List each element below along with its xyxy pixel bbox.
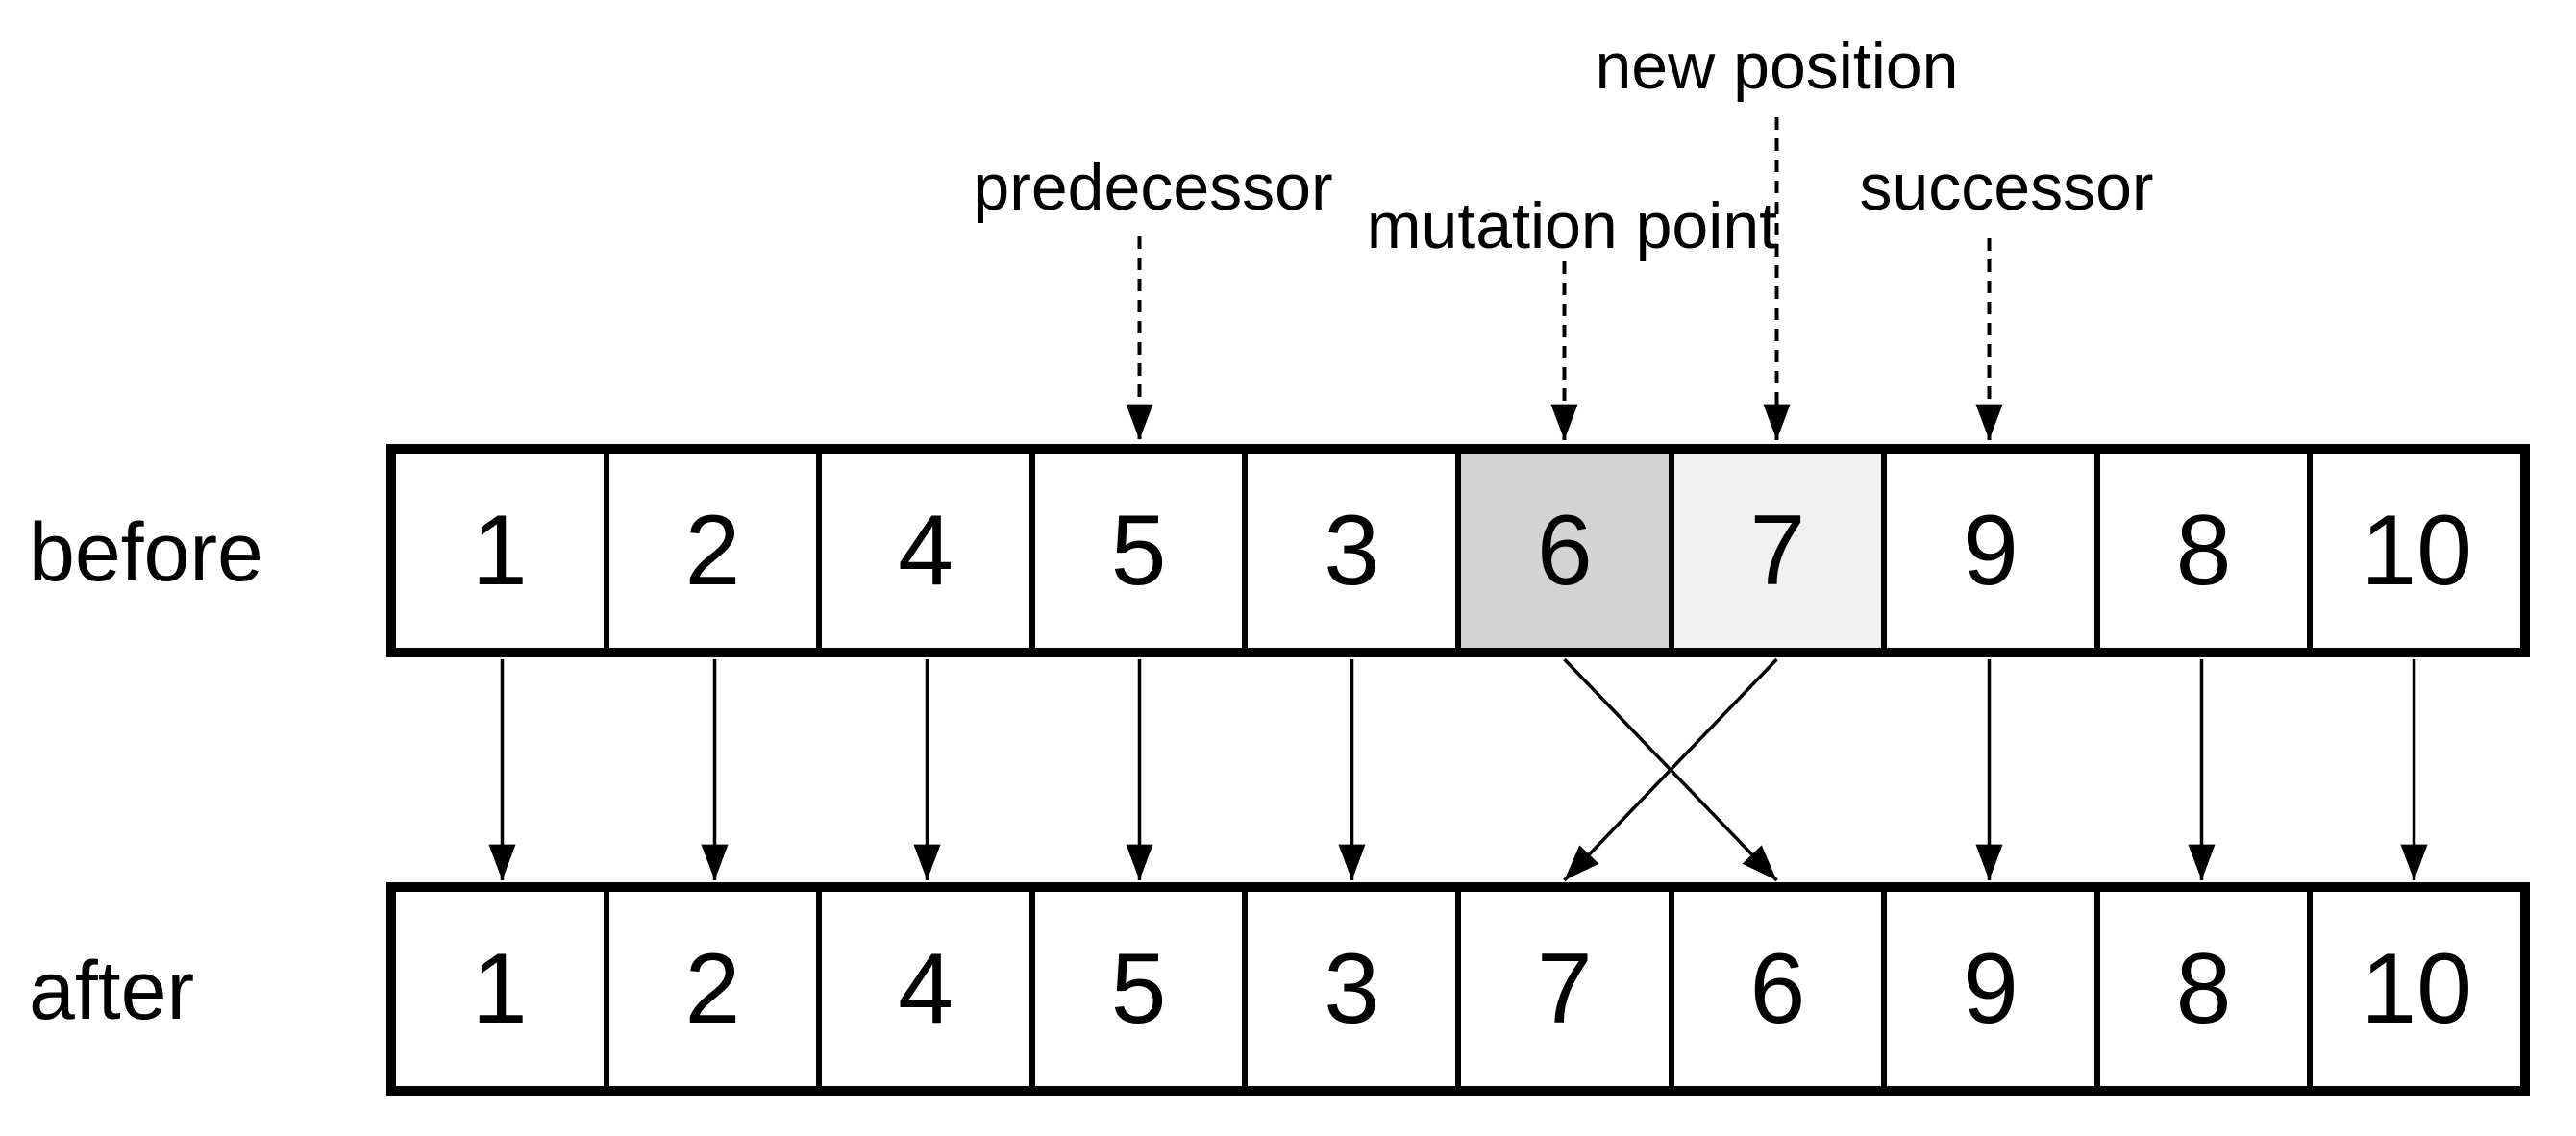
gene-value: 1 bbox=[471, 933, 528, 1045]
gene-value: 6 bbox=[1536, 495, 1593, 606]
after-cell-8: 9 bbox=[1881, 892, 2094, 1086]
before-row-label: before bbox=[29, 506, 263, 599]
gene-value: 8 bbox=[2175, 495, 2232, 606]
after-cell-6: 7 bbox=[1454, 892, 1669, 1086]
gene-value: 9 bbox=[1963, 933, 2019, 1045]
before-cell-8: 9 bbox=[1881, 454, 2094, 648]
after-cell-4: 5 bbox=[1028, 892, 1243, 1086]
gene-value: 3 bbox=[1324, 933, 1380, 1045]
before-cell-7: 7 bbox=[1668, 454, 1882, 648]
before-cell-6: 6 bbox=[1454, 454, 1669, 648]
gene-value: 7 bbox=[1536, 933, 1593, 1045]
after-cell-10: 10 bbox=[2307, 892, 2520, 1086]
after-cell-2: 2 bbox=[603, 892, 817, 1086]
after-cell-9: 8 bbox=[2093, 892, 2308, 1086]
before-cell-5: 3 bbox=[1242, 454, 1455, 648]
after-cell-1: 1 bbox=[396, 892, 604, 1086]
after-row: 1 2 4 5 3 7 6 9 8 10 bbox=[386, 882, 2530, 1096]
annotation-label-mutation-point: mutation point bbox=[1366, 189, 1778, 262]
gene-value: 3 bbox=[1324, 495, 1380, 606]
mapping-arrow-7-to-6 bbox=[1563, 657, 1778, 882]
gene-value: 1 bbox=[471, 495, 528, 606]
annotation-label-predecessor: predecessor bbox=[973, 151, 1333, 224]
before-cell-4: 5 bbox=[1028, 454, 1243, 648]
before-cell-9: 8 bbox=[2093, 454, 2308, 648]
before-cell-1: 1 bbox=[396, 454, 604, 648]
gene-value: 5 bbox=[1110, 933, 1167, 1045]
gene-value: 8 bbox=[2175, 933, 2232, 1045]
before-cell-3: 4 bbox=[816, 454, 1029, 648]
mapping-arrows-group bbox=[488, 657, 2428, 882]
gene-value: 9 bbox=[1963, 495, 2019, 606]
annotation-arrows-group bbox=[1126, 117, 2003, 440]
gene-value: 2 bbox=[684, 495, 741, 606]
after-cell-3: 4 bbox=[816, 892, 1029, 1086]
annotation-label-new-position: new position bbox=[1595, 30, 1959, 103]
gene-value: 5 bbox=[1110, 495, 1167, 606]
after-row-label: after bbox=[29, 945, 195, 1037]
before-row: 1 2 4 5 3 6 7 9 8 10 bbox=[386, 444, 2530, 657]
annotation-label-successor: successor bbox=[1859, 151, 2154, 224]
gene-value: 6 bbox=[1749, 933, 1806, 1045]
gene-value: 10 bbox=[2361, 495, 2472, 606]
gene-value: 4 bbox=[898, 495, 954, 606]
gene-value: 2 bbox=[684, 933, 741, 1045]
gene-value: 7 bbox=[1749, 495, 1806, 606]
gene-value: 4 bbox=[898, 933, 954, 1045]
after-cell-5: 3 bbox=[1242, 892, 1455, 1086]
before-cell-2: 2 bbox=[603, 454, 817, 648]
after-cell-7: 6 bbox=[1668, 892, 1882, 1086]
gene-value: 10 bbox=[2361, 933, 2472, 1045]
before-cell-10: 10 bbox=[2307, 454, 2520, 648]
